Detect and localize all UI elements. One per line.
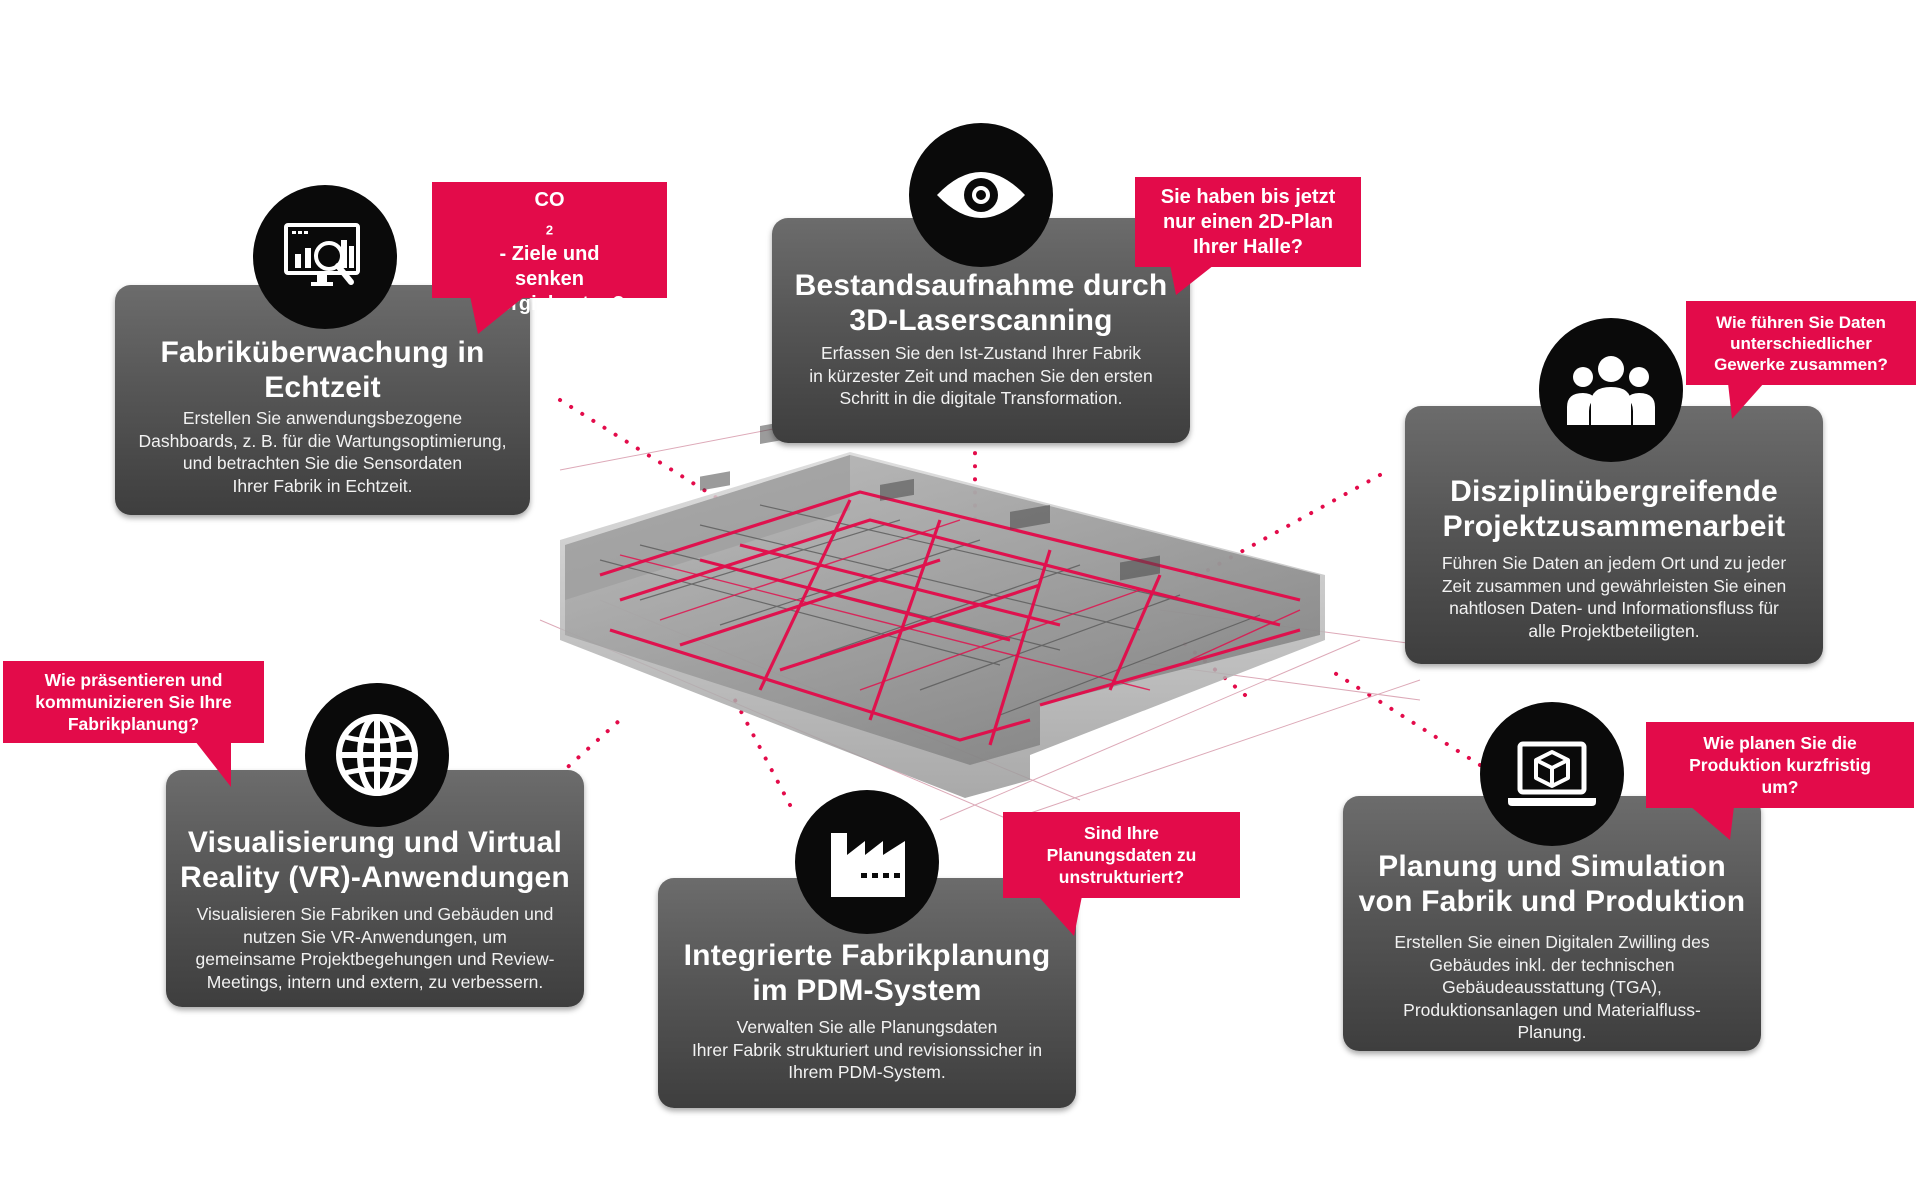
question-bubble-production: Wie planen Sie die Produktion kurzfristi… [1646,722,1914,808]
globe-icon [305,683,449,827]
group-icon [1539,318,1683,462]
card-description: Erstellen Sie einen Digitalen Zwilling d… [1394,932,1710,1042]
card-description: Verwalten Sie alle Planungsdaten Ihrer F… [691,1017,1043,1082]
factory-icon [795,790,939,934]
card-description: Erstellen Sie anwendungsbezogene Dashboa… [138,408,507,496]
question-bubble-gewerke: Wie führen Sie Daten unterschiedlicher G… [1686,301,1916,385]
factory-building [560,418,1325,798]
card-description: Visualisieren Sie Fabriken und Gebäuden … [195,904,555,992]
question-bubble-2d-plan: Sie haben bis jetzt nur einen 2D-Plan Ih… [1135,177,1361,267]
dashboard-magnifier-icon [253,185,397,329]
question-bubble-unstructured: Sind Ihre Planungsdaten zu unstrukturier… [1003,812,1240,898]
bubble-tail [1170,265,1214,295]
eye-icon [909,123,1053,267]
bubble-tail [195,741,231,787]
question-bubble-present: Wie präsentieren und kommunizieren Sie I… [3,661,264,743]
laptop-cube-icon [1480,702,1624,846]
card-description: Führen Sie Daten an jedem Ort und zu jed… [1441,553,1787,641]
card-description: Erfassen Sie den Ist-Zustand Ihrer Fabri… [809,343,1153,408]
bubble-tail [470,296,525,334]
bubble-tail [1728,383,1764,419]
bubble-tail [1690,806,1734,840]
bubble-tail [1038,896,1082,936]
